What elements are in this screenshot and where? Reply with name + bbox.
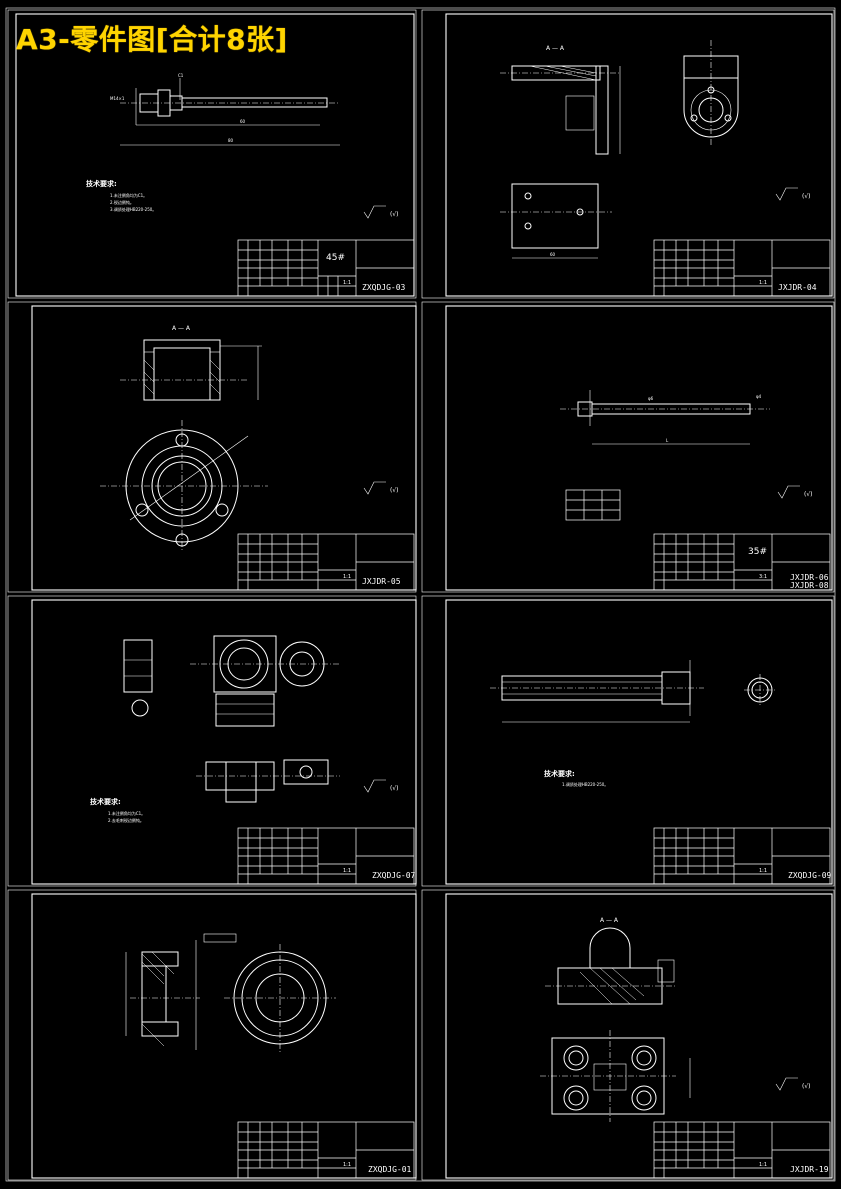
roughness-mark: (√) (363, 205, 399, 219)
section-label: A — A (546, 45, 565, 52)
note-line: 2.锐边倒钝。 (110, 199, 134, 205)
svg-text:(√): (√) (804, 491, 813, 498)
section-label: A — A (172, 325, 191, 332)
shaft-drawing: 60 80 M14×1 C1 (110, 73, 340, 146)
drawing-code: JXJDR-05 (362, 577, 401, 586)
notes-title: 技术要求: (86, 179, 117, 188)
svg-text:L: L (666, 438, 669, 443)
pin-drawing: L φ6 φ4 (560, 390, 770, 445)
svg-text:(√): (√) (390, 785, 399, 792)
roughness-mark: (√) (363, 779, 399, 793)
drawing-code: ZXQDJG-09 (788, 871, 832, 880)
svg-text:C1: C1 (178, 73, 184, 78)
svg-text:60: 60 (240, 119, 246, 124)
roughness-mark: (√) (775, 1077, 811, 1091)
sheet-4: L φ6 φ4 (√) (421, 301, 835, 593)
svg-text:φ6: φ6 (648, 396, 654, 401)
section-label: A — A (600, 917, 619, 924)
svg-text:M14×1: M14×1 (110, 96, 125, 101)
title-block: JXJDR-04 1:1 (653, 239, 831, 297)
title-block: 35# JXJDR-06 JXJDR-08 3:1 (653, 533, 831, 591)
svg-text:60: 60 (550, 252, 556, 257)
scale: 1:1 (343, 1162, 351, 1168)
page-heading: A3-零件图[合计8张] (16, 23, 288, 56)
title-block: JXJDR-19 1:1 (653, 1121, 831, 1179)
drawing-code: JXJDR-06 (790, 573, 829, 582)
drawing-code: JXJDR-04 (778, 283, 817, 292)
drawing-code: ZXQDJG-03 (362, 283, 406, 292)
svg-text:(√): (√) (390, 487, 399, 494)
sheet-2: A — A (421, 9, 835, 299)
drawing-code: JXJDR-19 (790, 1165, 829, 1174)
drawing-code: ZXQDJG-01 (368, 1165, 412, 1174)
scale: 1:1 (759, 1162, 767, 1168)
note-line: 1.未注倒角均为C1。 (110, 192, 147, 198)
roughness-mark: (√) (777, 485, 813, 499)
outer-frame (5, 7, 836, 1182)
title-block: ZXQDJG-01 1:1 (237, 1121, 415, 1179)
note-line: 1.未注倒角均为C1。 (108, 810, 145, 816)
material: 35# (748, 547, 767, 557)
sheet-8: A — A (421, 889, 835, 1181)
note-line: 2.去毛刺锐边倒钝。 (108, 817, 144, 823)
scale: 1:1 (343, 574, 351, 580)
scale: 1:1 (759, 280, 767, 286)
title-block: JXJDR-05 1:1 (237, 533, 415, 591)
flange-drawing (100, 339, 268, 552)
sheet-7: ZXQDJG-01 1:1 (7, 889, 417, 1181)
roughness-mark: (√) (775, 187, 811, 201)
sheet-border (15, 13, 415, 297)
tube-drawing (490, 660, 776, 723)
svg-text:(√): (√) (802, 193, 811, 200)
base-block-drawing (540, 927, 691, 1122)
title-block: ZXQDJG-07 1:1 (237, 827, 416, 885)
drawing-code: ZXQDJG-07 (372, 871, 416, 880)
sheet-6: 技术要求: 1.调质处理HB220-250。 ZXQDJG-09 (421, 595, 835, 887)
scale: 1:1 (759, 868, 767, 874)
notes-title: 技术要求: (90, 797, 121, 806)
scale: 1:1 (343, 280, 351, 286)
roughness-mark: (√) (363, 481, 399, 495)
note-line: 1.调质处理HB220-250。 (562, 781, 608, 787)
scale: 1:1 (343, 868, 351, 874)
scale: 3:1 (759, 574, 767, 580)
title-block: 45# ZXQDJG-03 1:1 (237, 239, 415, 297)
sheet-3: A — A (7, 301, 417, 593)
bracket-drawing: 60 (500, 40, 739, 259)
parameter-table (565, 489, 621, 521)
note-line: 3.调质处理HB220-250。 (110, 206, 156, 212)
material: 45# (326, 253, 345, 263)
svg-text:(√): (√) (802, 1083, 811, 1090)
svg-text:80: 80 (228, 138, 234, 143)
notes-title: 技术要求: (544, 769, 575, 778)
drawing-code-secondary: JXJDR-08 (790, 581, 829, 590)
sheet-5: 技术要求: 1.未注倒角均为C1。 2.去毛刺锐边倒钝。 (√) (7, 595, 417, 887)
sheet-1: 60 80 M14×1 C1 技术要求: 1.未注倒角均为C1。 2.锐边倒钝。… (7, 9, 417, 299)
bushing-drawing (125, 933, 336, 1052)
svg-text:(√): (√) (390, 211, 399, 218)
svg-text:φ4: φ4 (756, 394, 762, 399)
clamp-drawing (123, 635, 340, 803)
title-block: ZXQDJG-09 1:1 (653, 827, 832, 885)
